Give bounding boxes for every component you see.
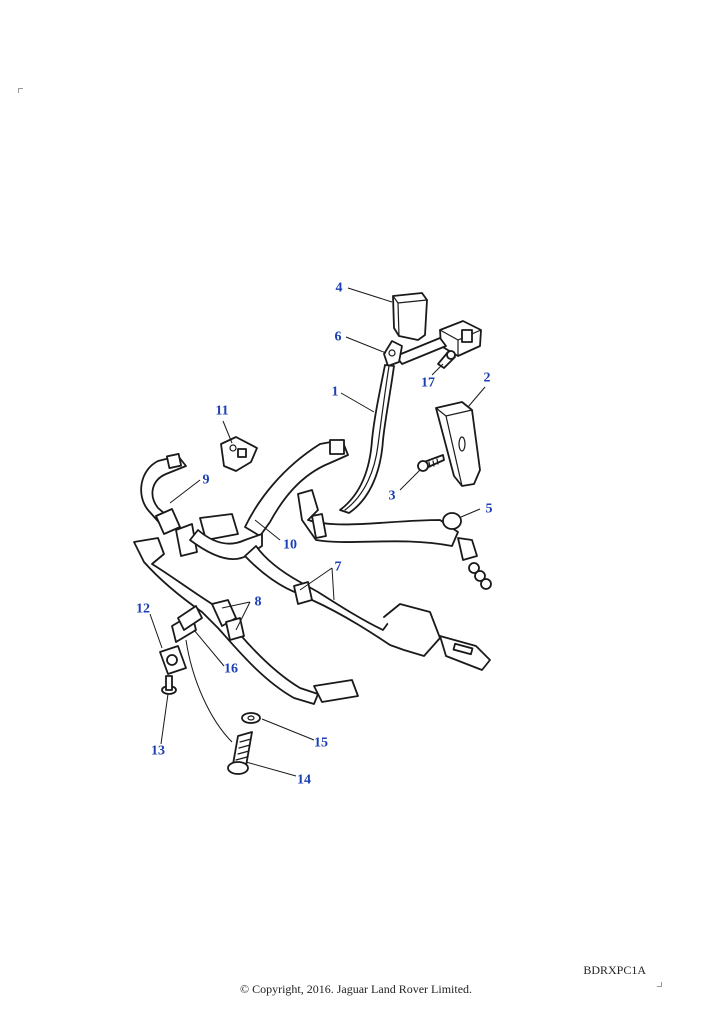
leader-lines: [149, 287, 486, 777]
callout-14: 14: [297, 773, 311, 788]
part-cap: [392, 292, 428, 341]
callout-5: 5: [486, 502, 493, 517]
callout-8: 8: [255, 595, 262, 610]
callout-3: 3: [389, 489, 396, 504]
callout-9: 9: [203, 473, 210, 488]
crop-mark-top-left: [18, 88, 23, 93]
callout-2: 2: [484, 371, 491, 386]
part-buckle-strap: [189, 439, 349, 560]
part-belt: [339, 364, 395, 514]
callout-11: 11: [215, 404, 228, 419]
copyright-notice: © Copyright, 2016. Jaguar Land Rover Lim…: [239, 982, 473, 996]
callout-6: 6: [335, 330, 342, 345]
part-trim-cover: [435, 401, 481, 487]
part-lap-belt: [244, 545, 491, 671]
callout-17: 17: [421, 376, 435, 391]
callout-labels: 4 6 17 1 2 3 5 11 9 10 7 8 12 16 13 15 1…: [136, 281, 493, 788]
part-bolt-assembly: [297, 489, 492, 590]
part-cover-plate: [220, 436, 258, 472]
diagram-reference-code: BDRXPC1A: [583, 963, 646, 977]
callout-15: 15: [314, 736, 328, 751]
part-buckle-left: [140, 452, 198, 557]
part-upper-anchor: [395, 320, 482, 365]
crop-mark-bottom-right: [657, 982, 662, 987]
part-screw: [417, 454, 445, 472]
part-spacer: [177, 605, 203, 631]
part-stud: [161, 675, 177, 695]
part-bolt: [227, 731, 253, 775]
callout-7: 7: [335, 560, 342, 575]
callout-13: 13: [151, 744, 165, 759]
callout-16: 16: [224, 662, 238, 677]
part-screw-upper: [437, 350, 456, 369]
part-washer: [241, 712, 261, 724]
callout-1: 1: [332, 385, 339, 400]
callout-4: 4: [336, 281, 343, 296]
callout-12: 12: [136, 602, 150, 617]
part-guide: [383, 340, 403, 367]
callout-10: 10: [283, 538, 297, 553]
